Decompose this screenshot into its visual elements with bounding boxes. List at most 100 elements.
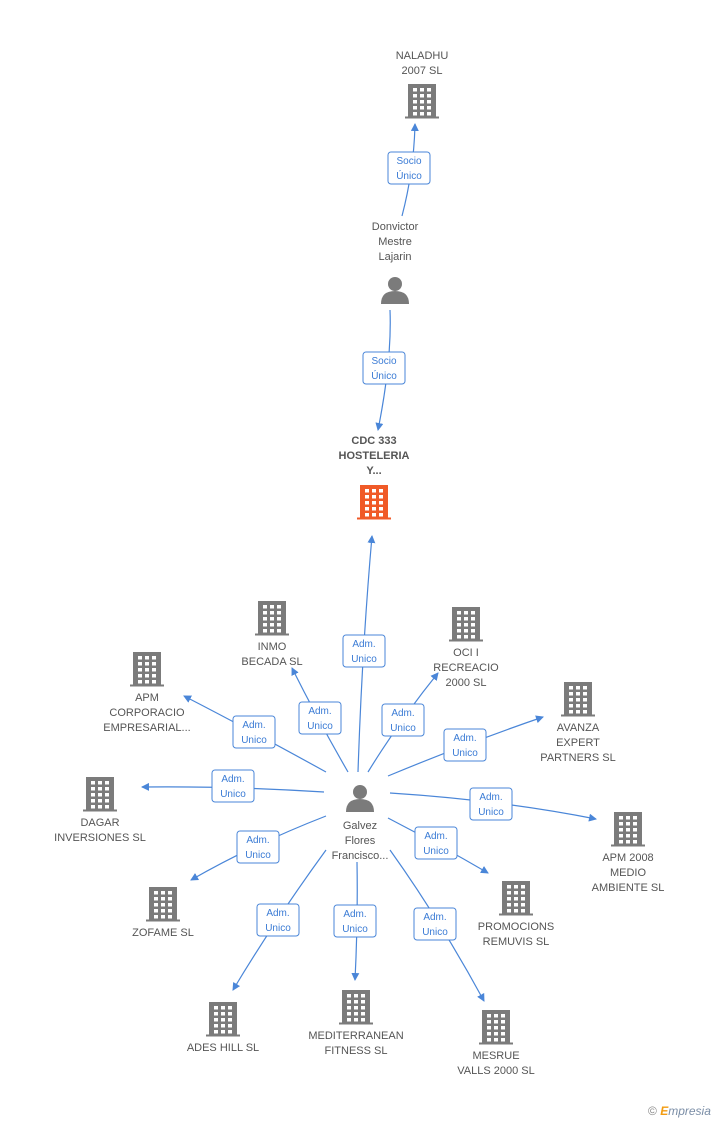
node-label: ADES HILL SL <box>187 1042 259 1054</box>
edge-label-galvez-cdc[interactable]: Adm.Unico <box>342 634 386 668</box>
edge-label-text: Adm. <box>453 733 476 744</box>
edges-layer <box>141 123 597 1002</box>
edge-label-text: Unico <box>307 721 333 732</box>
edge-label-text: Unico <box>342 924 368 935</box>
empresia-credit[interactable]: © Empresia <box>648 1104 711 1118</box>
edge-label-galvez-apm2008[interactable]: Adm.Unico <box>469 787 513 821</box>
node-label: EMPRESARIAL... <box>103 722 190 734</box>
edge-label-galvez-promocions[interactable]: Adm.Unico <box>414 826 458 860</box>
edge-label-text: Unico <box>422 927 448 938</box>
building-icon <box>499 881 533 916</box>
edge-label-text: Adm. <box>246 835 269 846</box>
node-label: MEDIO <box>610 867 647 879</box>
node-label: OCI I <box>453 647 479 659</box>
edge-label-text: Unico <box>351 654 377 665</box>
building-icon <box>561 682 595 717</box>
edge-label-text: Único <box>396 169 422 182</box>
edge-label-text: Adm. <box>423 912 446 923</box>
edge-label-box <box>298 701 342 735</box>
node-label: 2000 SL <box>446 677 487 689</box>
node-label: FITNESS SL <box>325 1045 388 1057</box>
edge-label-text: Adm. <box>266 908 289 919</box>
node-label: Galvez <box>343 820 377 832</box>
edge-label-text: Adm. <box>424 831 447 842</box>
edge-label-box <box>232 715 276 749</box>
building-icon <box>357 485 391 520</box>
brand-initial: E <box>660 1104 669 1118</box>
edge-label-box <box>469 787 513 821</box>
node-promocions[interactable]: PROMOCIONS REMUVIS SL <box>478 881 554 948</box>
edge-label-galvez-mesrue[interactable]: Adm. Unico <box>413 907 457 941</box>
edge-label-galvez-inmo[interactable]: Adm. Unico <box>298 701 342 735</box>
node-label: Y... <box>366 465 381 477</box>
edge-label-galvez-oci[interactable]: Adm.Unico <box>381 703 425 737</box>
node-mediterranean[interactable]: MEDITERRANEAN FITNESS SL <box>308 990 404 1057</box>
edge-label-text: Unico <box>452 748 478 759</box>
edge-label-box <box>211 769 255 803</box>
edge-label-box <box>236 830 280 864</box>
node-apm-corp[interactable]: APMCORPORACIOEMPRESARIAL... <box>103 652 191 734</box>
node-label: Francisco... <box>332 850 389 862</box>
node-label: PARTNERS SL <box>540 752 615 764</box>
node-label: Flores <box>345 835 376 847</box>
edge-label-text: Unico <box>390 723 416 734</box>
building-icon <box>449 607 483 642</box>
edge-label-text: Único <box>371 369 397 382</box>
edge-label-box <box>413 907 457 941</box>
edge-label-galvez-dagar[interactable]: Adm.Unico <box>211 769 255 803</box>
node-label: AMBIENTE SL <box>592 882 665 894</box>
node-label: HOSTELERIA <box>339 450 410 462</box>
node-ades[interactable]: ADES HILL SL <box>187 1002 259 1054</box>
edge-label-box <box>333 904 377 938</box>
node-label: REMUVIS SL <box>483 936 550 948</box>
edge-label-text: Adm. <box>308 706 331 717</box>
node-label: MEDITERRANEAN <box>308 1030 403 1042</box>
edge-label-text: Unico <box>245 850 271 861</box>
node-label: MESRUE <box>472 1050 519 1062</box>
edge-label-box <box>414 826 458 860</box>
node-label: PROMOCIONS <box>478 921 554 933</box>
edge-label-galvez-avanza[interactable]: Adm. Unico <box>443 728 487 762</box>
node-label: Lajarin <box>378 251 411 263</box>
building-icon <box>611 812 645 847</box>
edge-label-box <box>443 728 487 762</box>
edge-label-text: Adm. <box>343 909 366 920</box>
person-icon <box>381 277 409 304</box>
edge-label-galvez-zofame[interactable]: Adm. Unico <box>236 830 280 864</box>
node-label: 2007 SL <box>402 65 443 77</box>
edge-label-text: Socio <box>371 356 396 367</box>
node-galvez[interactable]: GalvezFloresFrancisco... <box>332 785 389 862</box>
edge-label-box <box>381 703 425 737</box>
node-label: VALLS 2000 SL <box>457 1065 534 1077</box>
edge-label-text: Unico <box>220 789 246 800</box>
edge-label-galvez-apm-corp[interactable]: Adm.Unico <box>232 715 276 749</box>
node-mesrue[interactable]: MESRUE VALLS 2000 SL <box>457 1010 535 1077</box>
node-label: ZOFAME SL <box>132 927 194 939</box>
edge-label-box <box>387 151 431 185</box>
edge-label-galvez-ades[interactable]: Adm.Unico <box>256 903 300 937</box>
node-label: INVERSIONES SL <box>54 832 146 844</box>
building-icon <box>130 652 164 687</box>
building-icon <box>206 1002 240 1037</box>
node-zofame[interactable]: ZOFAME SL <box>132 887 194 939</box>
node-label: APM 2008 <box>602 852 653 864</box>
edge-label-box <box>362 351 406 385</box>
node-label: INMO <box>258 641 287 653</box>
node-label: Donvictor <box>372 221 419 233</box>
edge-label-text: Unico <box>478 807 504 818</box>
building-icon <box>479 1010 513 1045</box>
brand-name: mpresia <box>668 1104 711 1118</box>
edge-label-galvez-mediterranean[interactable]: Adm. Unico <box>333 904 377 938</box>
node-cdc[interactable]: CDC 333HOSTELERIAY... <box>339 435 410 520</box>
